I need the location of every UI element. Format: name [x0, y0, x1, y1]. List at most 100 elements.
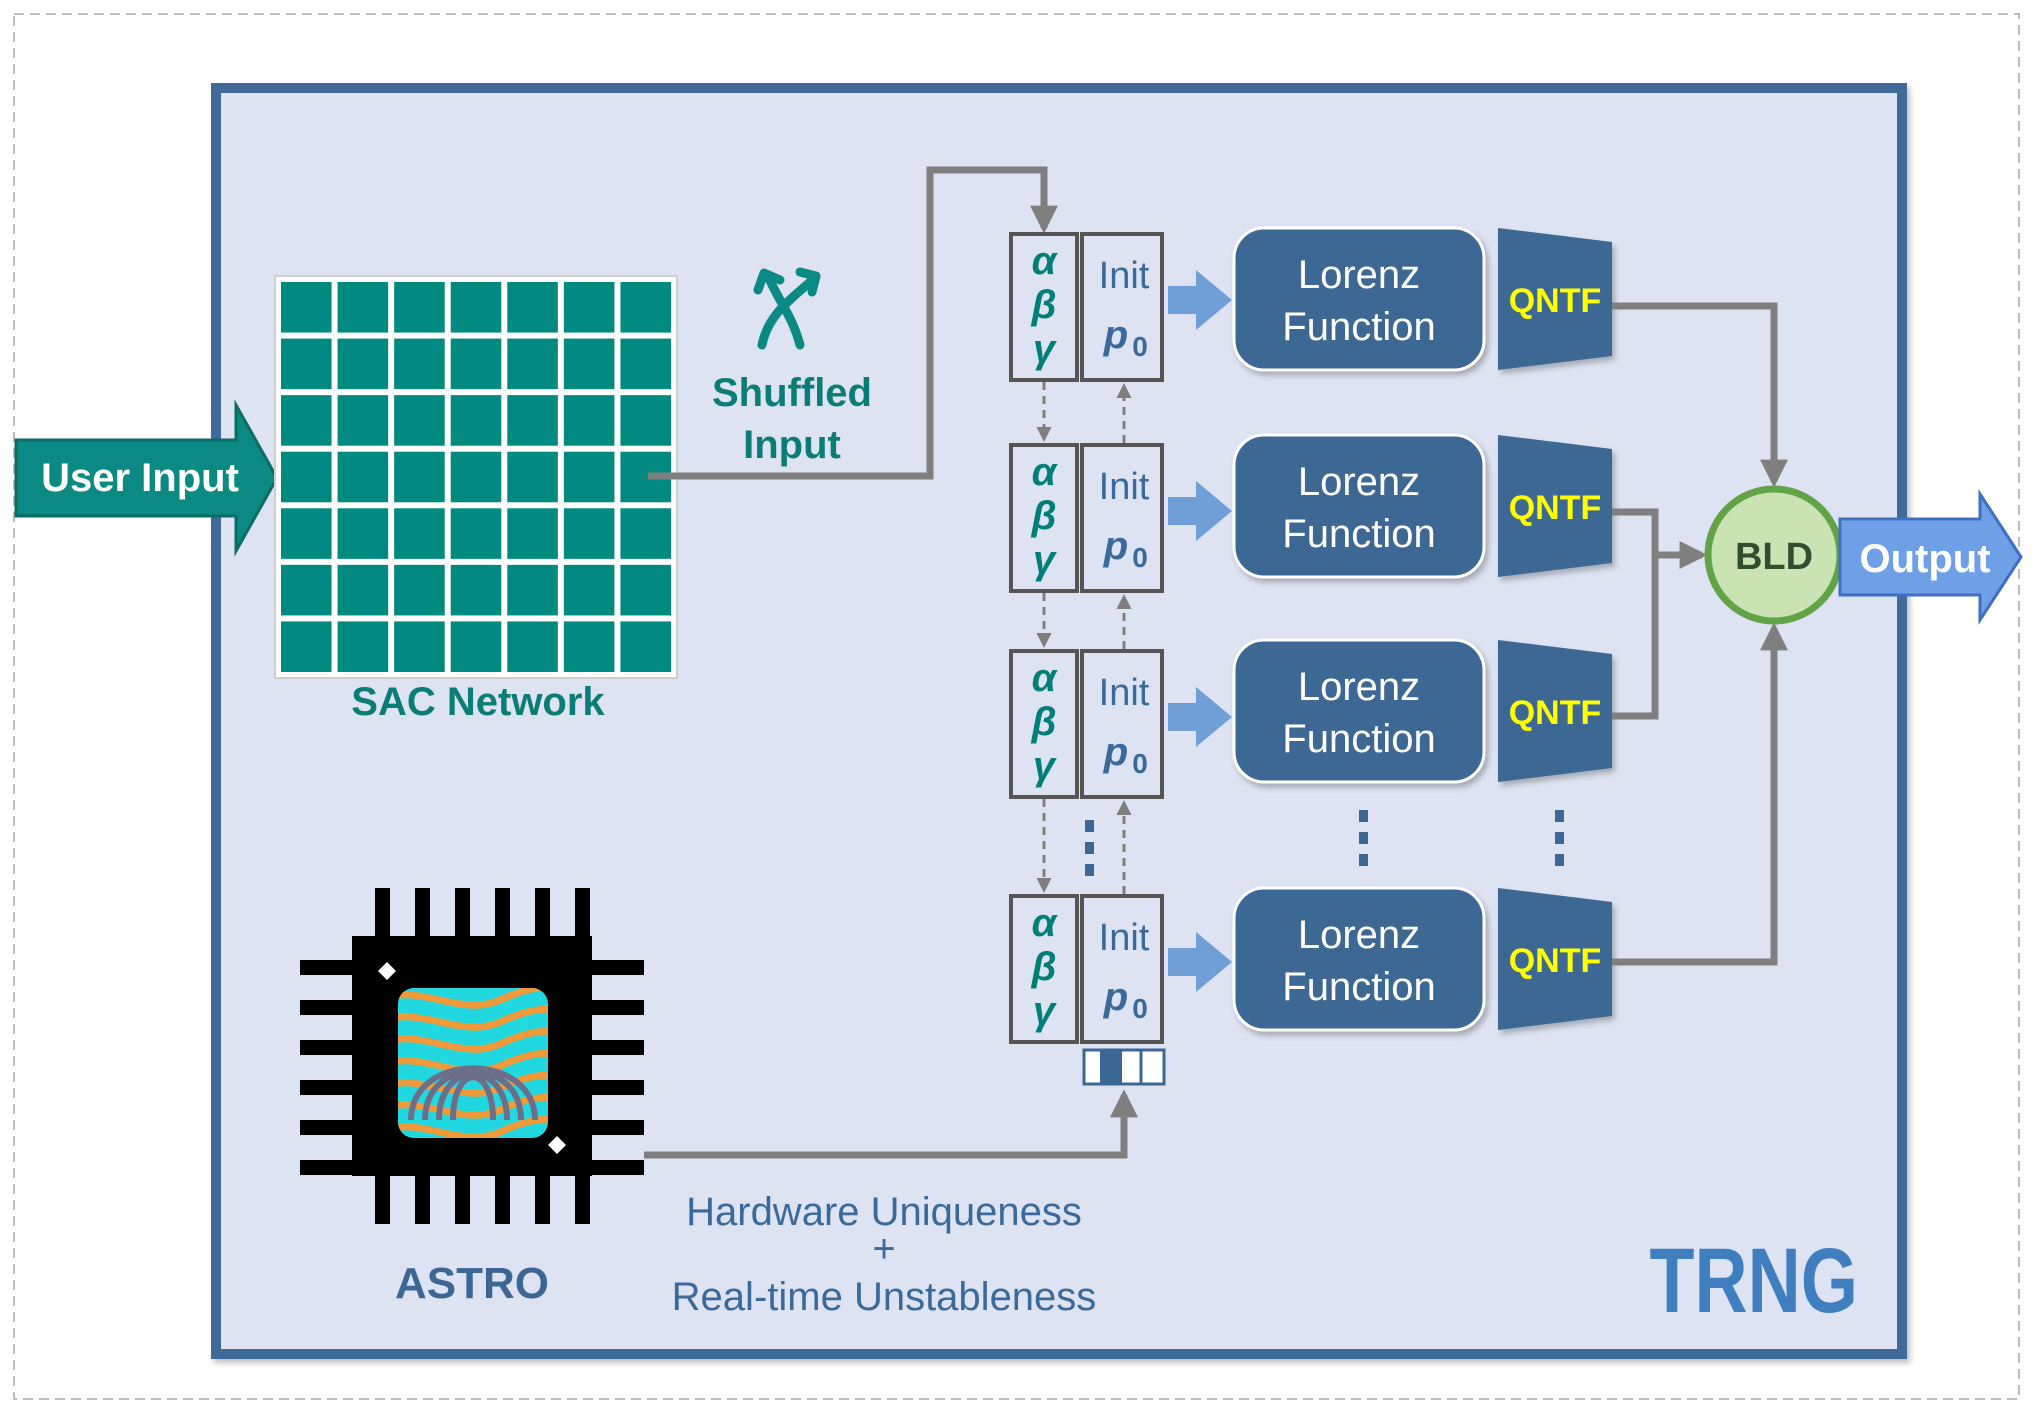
fingerprint-icon	[398, 988, 548, 1138]
stage-flow-arrow	[1168, 687, 1232, 747]
param-box	[1009, 894, 1079, 1044]
sac-cell	[507, 564, 558, 616]
chip-pin	[495, 888, 510, 940]
sac-cell	[563, 621, 615, 672]
sac-cell	[620, 564, 671, 616]
shuffled-input-label-1: Shuffled	[712, 371, 872, 415]
sac-cell	[620, 621, 671, 672]
astro-chip	[300, 888, 644, 1224]
sac-cell	[450, 338, 502, 390]
lorenz-function-block	[1232, 638, 1486, 784]
lorenz-function-block	[1232, 226, 1486, 372]
sac-cell	[337, 564, 389, 616]
trng-label: TRNG	[1650, 1229, 1858, 1332]
sac-cell	[620, 338, 671, 390]
init-var: p	[1103, 730, 1128, 774]
lorenz-label-2: Function	[1282, 717, 1435, 761]
qntf-label: QNTF	[1509, 942, 1602, 980]
fingerprint-wave	[398, 1005, 548, 1031]
hardware-text-2: +	[872, 1227, 895, 1271]
bld-wires	[1612, 302, 1788, 966]
fingerprint-wave	[398, 1049, 548, 1075]
qntf-block	[1498, 435, 1612, 577]
param-box	[1009, 443, 1079, 593]
param-beta: β	[1031, 700, 1057, 744]
param-alpha: α	[1032, 656, 1059, 700]
shuffled-input-label-2: Input	[743, 423, 841, 467]
sac-cell	[337, 508, 389, 559]
sac-cell	[281, 451, 332, 503]
sac-cell	[450, 282, 502, 333]
sac-cell	[563, 338, 615, 390]
param-gamma: γ	[1033, 989, 1058, 1033]
lorenz-label-1: Lorenz	[1298, 460, 1420, 504]
sac-cell	[394, 395, 445, 446]
fingerprint-pattern	[398, 988, 548, 1138]
chip-marker	[548, 1136, 566, 1154]
fingerprint-ridge	[450, 1074, 496, 1121]
init-box	[1080, 443, 1164, 593]
sac-cell	[507, 395, 558, 446]
sac-cell	[281, 338, 332, 390]
param-gamma: γ	[1033, 744, 1058, 788]
sac-cell	[450, 564, 502, 616]
sac-cell	[394, 282, 445, 333]
sac-cell	[337, 451, 389, 503]
lorenz-label-2: Function	[1282, 965, 1435, 1009]
qntf-label: QNTF	[1509, 489, 1602, 527]
param-beta: β	[1031, 945, 1057, 989]
sac-cell	[563, 282, 615, 333]
sac-cell	[281, 395, 332, 446]
lorenz-label-1: Lorenz	[1298, 665, 1420, 709]
chip-pin	[455, 888, 470, 940]
sac-cell	[563, 395, 615, 446]
sac-cell	[507, 282, 558, 333]
sac-cell	[507, 508, 558, 559]
sac-cell	[563, 564, 615, 616]
sac-cell	[394, 621, 445, 672]
hardware-text-1: Hardware Uniqueness	[686, 1190, 1082, 1234]
chip-pin	[300, 1160, 356, 1175]
sac-cell	[507, 338, 558, 390]
chip-pin	[300, 1080, 356, 1095]
fingerprint-wave	[398, 1027, 548, 1053]
lorenz-label-2: Function	[1282, 512, 1435, 556]
chip-pin	[575, 888, 590, 940]
chip-pin	[375, 888, 390, 940]
fingerprint-ridge	[408, 1065, 538, 1121]
chip-pin	[588, 1160, 644, 1175]
stage-flow-arrow	[1168, 481, 1232, 541]
fingerprint-wave	[398, 988, 548, 1009]
lorenz-function-block	[1232, 433, 1486, 579]
qntf-block	[1498, 640, 1612, 782]
sac-cell	[337, 621, 389, 672]
chip-pin	[415, 888, 430, 940]
init-var: p	[1103, 975, 1128, 1019]
chip-pin	[588, 1080, 644, 1095]
sac-cell	[337, 338, 389, 390]
sac-cell	[394, 564, 445, 616]
param-alpha: α	[1032, 450, 1059, 494]
chip-pin	[495, 1172, 510, 1224]
lorenz-label-1: Lorenz	[1298, 253, 1420, 297]
init-box	[1080, 894, 1164, 1044]
stage-flow-arrow	[1168, 270, 1232, 330]
sac-cell	[281, 282, 332, 333]
sac-cell	[281, 564, 332, 616]
chip-pin	[588, 1040, 644, 1055]
param-box	[1009, 649, 1079, 799]
param-beta: β	[1031, 283, 1057, 327]
bld-label: BLD	[1735, 536, 1813, 578]
stage-links	[1036, 382, 1132, 894]
chip-pin	[575, 1172, 590, 1224]
sac-cell	[507, 451, 558, 503]
init-box	[1080, 232, 1164, 382]
sac-cell	[620, 395, 671, 446]
ellipsis-dots	[1085, 810, 1564, 876]
sac-cell	[394, 338, 445, 390]
chip-pin	[588, 1120, 644, 1135]
